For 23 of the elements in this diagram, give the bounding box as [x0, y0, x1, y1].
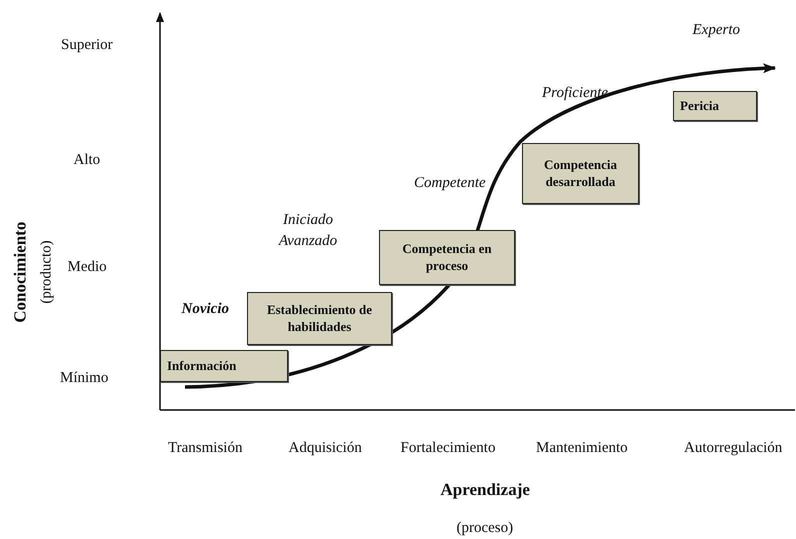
axis-tick-label: Autorregulación [684, 439, 782, 457]
level-label: Proficiente [542, 84, 608, 102]
stage-box: Pericia [673, 91, 757, 121]
axis-tick-label: Superior [61, 36, 113, 54]
axis-tick-label: Transmisión [168, 439, 242, 457]
level-label: Iniciado Avanzado [277, 211, 338, 251]
axis-tick-label: Adquisición [288, 439, 362, 457]
stage-box: Competencia desarrollada [522, 143, 639, 204]
stage-box: Competencia en proceso [379, 230, 515, 285]
axis-tick-label: Alto [74, 151, 100, 169]
level-label: Experto [692, 21, 740, 39]
level-label: Novicio [182, 300, 229, 318]
level-label: Competente [414, 174, 486, 192]
stage-box: Establecimiento de habilidades [247, 292, 392, 345]
stage-box: Información [160, 350, 288, 382]
axis-tick-label: Mantenimiento [536, 439, 628, 457]
axis-subtitle: (proceso) [456, 519, 514, 537]
axis-title: Aprendizaje [440, 480, 530, 500]
axis-title: Conocimiento [10, 222, 30, 323]
axis-tick-label: Fortalecimiento [400, 439, 496, 457]
axis-tick-label: Medio [68, 258, 107, 276]
axis-subtitle: (producto) [37, 240, 56, 304]
axis-tick-label: Mínimo [60, 369, 108, 387]
